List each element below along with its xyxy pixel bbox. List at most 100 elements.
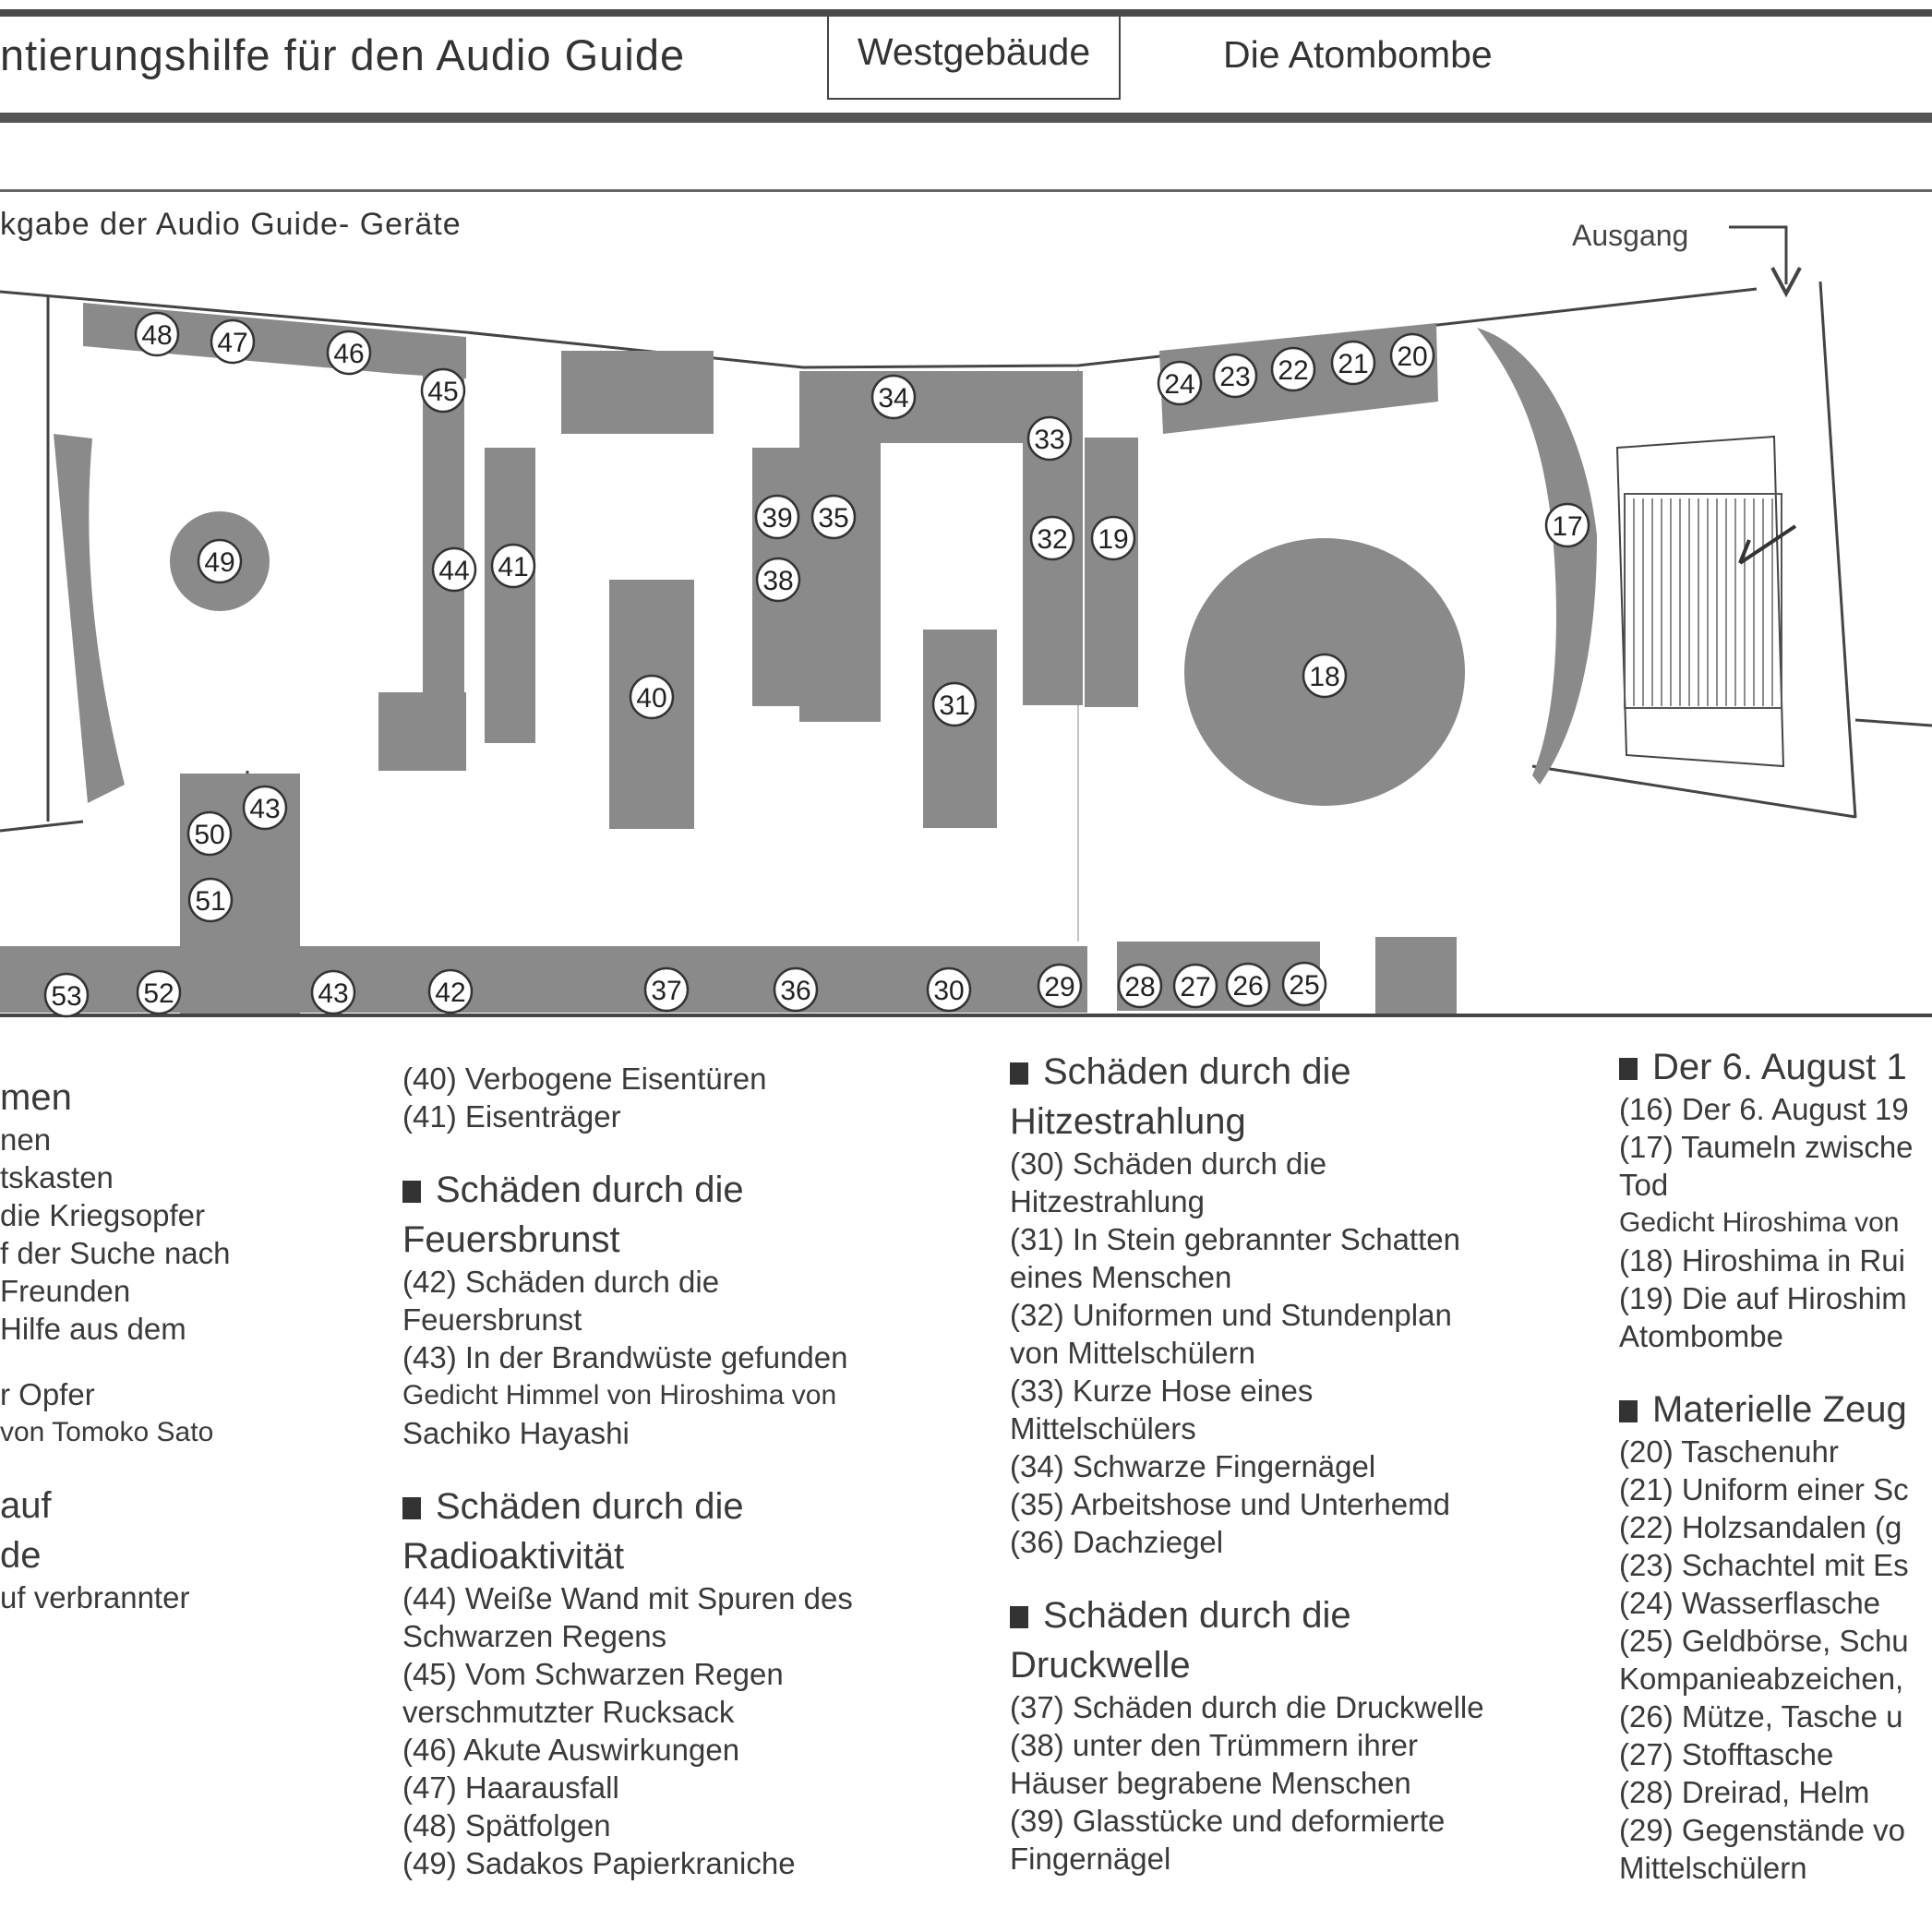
station-number: 41 — [498, 552, 528, 582]
station-38-marker[interactable]: 38 — [755, 557, 801, 603]
legend-spacer — [1619, 1355, 1914, 1383]
station-37-marker[interactable]: 37 — [643, 966, 690, 1013]
wall-19 — [1085, 438, 1138, 707]
legend-item: Feuersbrunst — [402, 1302, 582, 1337]
station-35-marker[interactable]: 35 — [810, 494, 857, 540]
legend-item: Gedicht Himmel von Hiroshima von — [402, 1380, 837, 1410]
station-number: 44 — [438, 556, 469, 586]
station-47-marker[interactable]: 47 — [210, 318, 256, 365]
legend-item: Mittelschülern — [1619, 1851, 1807, 1885]
legend-section-heading: men — [0, 1074, 231, 1121]
station-25-marker[interactable]: 25 — [1281, 961, 1327, 1007]
legend-item: (19) Die auf Hiroshim — [1619, 1281, 1907, 1315]
station-41-marker[interactable]: 41 — [490, 543, 536, 589]
legend-section-heading: Radioaktivität — [402, 1533, 853, 1579]
legend-item: Hitzestrahlung — [1010, 1184, 1205, 1218]
station-22-marker[interactable]: 22 — [1270, 346, 1316, 392]
legend-heading-text: Schäden durch die — [436, 1170, 744, 1210]
station-40-marker[interactable]: 40 — [629, 674, 675, 720]
station-31-marker[interactable]: 31 — [931, 681, 978, 727]
station-number: 47 — [217, 328, 247, 358]
legend-item: (25) Geldbörse, Schu — [1619, 1624, 1909, 1658]
legend-item: (24) Wasserflasche — [1619, 1586, 1881, 1620]
station-42-marker[interactable]: 42 — [427, 968, 474, 1014]
page-title: ntierungshilfe für den Audio Guide — [0, 30, 686, 79]
legend-spacer — [402, 1452, 853, 1480]
legend-item: (30) Schäden durch die — [1010, 1146, 1327, 1181]
legend-item: (44) Weiße Wand mit Spuren des — [402, 1581, 853, 1615]
tab-westgebaeude[interactable]: Westgebäude — [827, 17, 1121, 100]
wall-unlabeled-a — [561, 351, 714, 434]
station-number: 38 — [762, 566, 793, 596]
station-28-marker[interactable]: 28 — [1117, 963, 1163, 1009]
station-19-marker[interactable]: 19 — [1090, 515, 1136, 561]
station-number: 27 — [1180, 972, 1210, 1002]
station-17-marker[interactable]: 17 — [1544, 502, 1590, 548]
station-36-marker[interactable]: 36 — [773, 966, 819, 1013]
legend-item: (41) Eisenträger — [402, 1099, 621, 1134]
station-30-marker[interactable]: 30 — [926, 966, 972, 1013]
legend-item: (20) Taschenuhr — [1619, 1434, 1839, 1469]
station-27-marker[interactable]: 27 — [1172, 963, 1218, 1009]
station-46-marker[interactable]: 46 — [326, 330, 372, 376]
legend-item: (48) Spätfolgen — [402, 1808, 611, 1842]
station-number: 34 — [878, 383, 908, 414]
station-number: 25 — [1289, 970, 1319, 1001]
station-number: 22 — [1278, 355, 1308, 386]
station-48-marker[interactable]: 48 — [134, 311, 180, 357]
exit-label: Ausgang — [1572, 219, 1689, 252]
station-24-marker[interactable]: 24 — [1157, 360, 1203, 406]
station-51-marker[interactable]: 51 — [187, 877, 234, 923]
wall-41 — [485, 448, 535, 743]
station-23-marker[interactable]: 23 — [1212, 353, 1258, 399]
station-53-marker[interactable]: 53 — [43, 972, 90, 1018]
station-18-marker[interactable]: 18 — [1302, 653, 1348, 699]
station-number: 37 — [651, 976, 681, 1006]
map-top-rule — [0, 189, 1932, 192]
station-49-marker[interactable]: 49 — [197, 538, 243, 584]
station-number: 43 — [249, 794, 280, 824]
station-45-marker[interactable]: 45 — [420, 367, 466, 414]
legend-item: eines Menschen — [1010, 1260, 1232, 1294]
station-33-marker[interactable]: 33 — [1026, 415, 1073, 462]
exhibit-walls — [0, 303, 1597, 1014]
station-number: 39 — [762, 503, 792, 534]
legend-item: Mittelschülers — [1010, 1411, 1196, 1446]
station-number: 35 — [818, 503, 848, 534]
legend-section-heading: Schäden durch die — [402, 1167, 853, 1213]
legend-heading-text: Feuersbrunst — [402, 1219, 620, 1260]
station-50-marker[interactable]: 50 — [186, 810, 233, 857]
wall-left-curve — [54, 434, 125, 803]
station-44-marker[interactable]: 44 — [431, 546, 477, 593]
header-bar: ntierungshilfe für den Audio Guide Westg… — [0, 0, 1932, 125]
tab-atombombe[interactable]: Die Atombombe — [1223, 33, 1493, 76]
legend-item: Kompanieabzeichen, — [1619, 1662, 1904, 1696]
station-43-marker[interactable]: 43 — [242, 785, 288, 831]
station-26-marker[interactable]: 26 — [1225, 962, 1271, 1008]
wall-48-46 — [83, 303, 466, 378]
station-34-marker[interactable]: 34 — [870, 374, 917, 420]
legend-section-heading: Schäden durch die — [402, 1483, 853, 1530]
station-21-marker[interactable]: 21 — [1330, 340, 1376, 386]
legend-item: (36) Dachziegel — [1010, 1525, 1224, 1559]
station-number: 32 — [1037, 524, 1067, 555]
station-number: 30 — [933, 976, 964, 1006]
legend-item: Häuser begrabene Menschen — [1010, 1766, 1411, 1800]
legend-spacer — [1010, 1561, 1484, 1589]
legend-section-heading: Schäden durch die — [1010, 1049, 1484, 1095]
station-43-marker[interactable]: 43 — [310, 969, 356, 1015]
legend-column-2: (40) Verbogene Eisentüren(41) Eisenträge… — [402, 1060, 853, 1882]
station-number: 36 — [780, 976, 810, 1006]
station-39-marker[interactable]: 39 — [754, 494, 800, 540]
legend-item: Sachiko Hayashi — [402, 1416, 630, 1450]
station-32-marker[interactable]: 32 — [1029, 515, 1075, 561]
header-top-rule — [0, 9, 1932, 17]
station-number: 52 — [143, 978, 174, 1009]
station-52-marker[interactable]: 52 — [136, 969, 182, 1015]
legend-item: (43) In der Brandwüste gefunden — [402, 1340, 848, 1374]
station-20-marker[interactable]: 20 — [1389, 332, 1435, 378]
station-29-marker[interactable]: 29 — [1037, 963, 1083, 1009]
legend-item: (39) Glasstücke und deformierte — [1010, 1804, 1446, 1838]
